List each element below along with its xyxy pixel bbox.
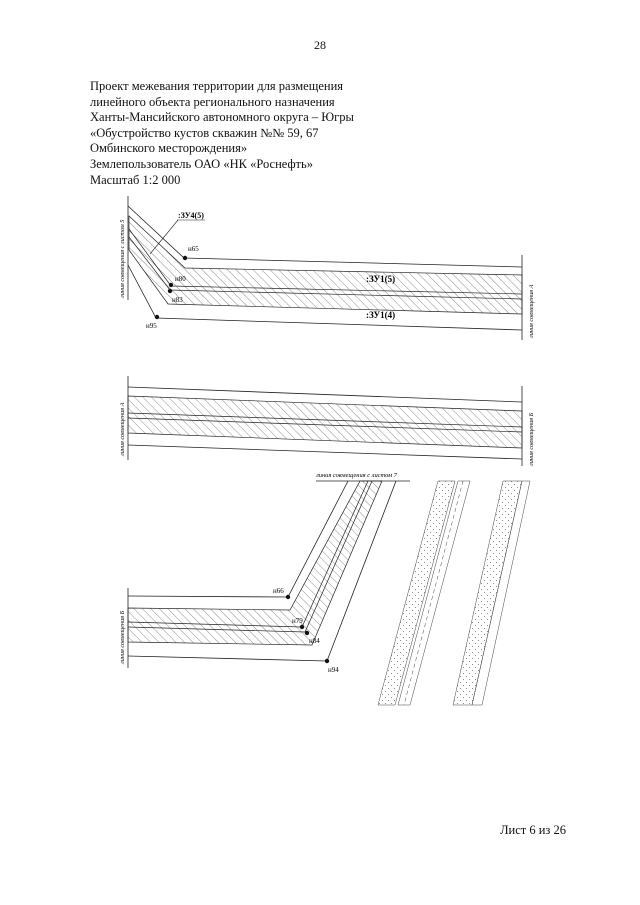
label-match-sheet5: линия совмещения с листом 5	[119, 220, 126, 299]
dotted-strip-4	[471, 480, 531, 706]
boundary-upper-2	[127, 386, 523, 403]
label-match-a-2: линия совмещения А	[119, 402, 126, 457]
label-n84: н84	[309, 637, 320, 645]
hatched-corridor-1	[128, 215, 523, 315]
header-line-1: Проект межевания территории для размещен…	[90, 79, 344, 93]
label-match-b-1: линия совмещения Б	[528, 412, 535, 467]
point-n79	[299, 624, 305, 630]
boundary-lower-2	[127, 444, 523, 460]
hatched-corridor-2	[127, 395, 523, 449]
point-n95	[154, 314, 160, 320]
point-n94	[324, 658, 330, 664]
header-line-6: Землепользователь ОАО «НК «Роснефть»	[90, 156, 313, 171]
label-n79: н79	[292, 617, 303, 625]
dotted-strip-3	[452, 480, 523, 706]
dotted-strip-1	[377, 480, 456, 706]
zu4-leader	[149, 219, 179, 255]
label-n95: н95	[146, 322, 157, 330]
inner-line-d	[127, 417, 523, 433]
label-n94: н94	[328, 666, 339, 674]
dotted-strip-2	[397, 480, 471, 706]
label-n66: н66	[273, 587, 284, 595]
hatched-corridor-3	[127, 480, 383, 646]
dashed-line-1	[403, 480, 464, 706]
point-n83	[167, 288, 173, 294]
inner-line-f	[127, 480, 373, 633]
label-match-sheet7: линия совмещения с листом 7	[315, 472, 398, 479]
header-line-5: Омбинского месторождения»	[90, 141, 248, 156]
label-match-b-2: линия совмещения Б	[119, 610, 126, 665]
fragment-2: линия совмещения А линия совмещения Б	[119, 376, 535, 467]
header-line-4: «Обустройство кустов скважин №№ 59, 67	[90, 125, 319, 140]
label-n80: н80	[175, 275, 186, 283]
sheet-footer: Лист 6 из 26	[500, 823, 566, 837]
label-n83: н83	[172, 296, 183, 304]
inner-line-c	[127, 412, 523, 428]
header-line-7: Масштаб 1:2 000	[90, 172, 181, 187]
point-n66	[285, 594, 291, 600]
fragment-1: :ЗУ4(5) :ЗУ1(5) :ЗУ1(4) н65 н80 н83 н95 …	[119, 196, 535, 340]
label-match-a-1: линия совмещения А	[528, 284, 535, 339]
label-zu1-5: :ЗУ1(5)	[366, 274, 395, 284]
label-n65: н65	[188, 245, 199, 253]
document-header: Проект межевания территории для размещен…	[90, 79, 510, 188]
header-line-3: Ханты-Мансийского автономного округа – Ю…	[90, 110, 354, 125]
point-n84	[304, 630, 310, 636]
point-n65	[182, 255, 188, 261]
page-number: 28	[314, 38, 326, 52]
point-n80	[168, 282, 174, 288]
label-zu4: :ЗУ4(5)	[178, 211, 204, 220]
header-line-2: линейного объекта регионального назначен…	[90, 94, 335, 109]
fragment-3: н66 н79 н84 н94 линия совмещения Б линия…	[119, 472, 531, 706]
label-zu1-4: :ЗУ1(4)	[366, 310, 395, 320]
